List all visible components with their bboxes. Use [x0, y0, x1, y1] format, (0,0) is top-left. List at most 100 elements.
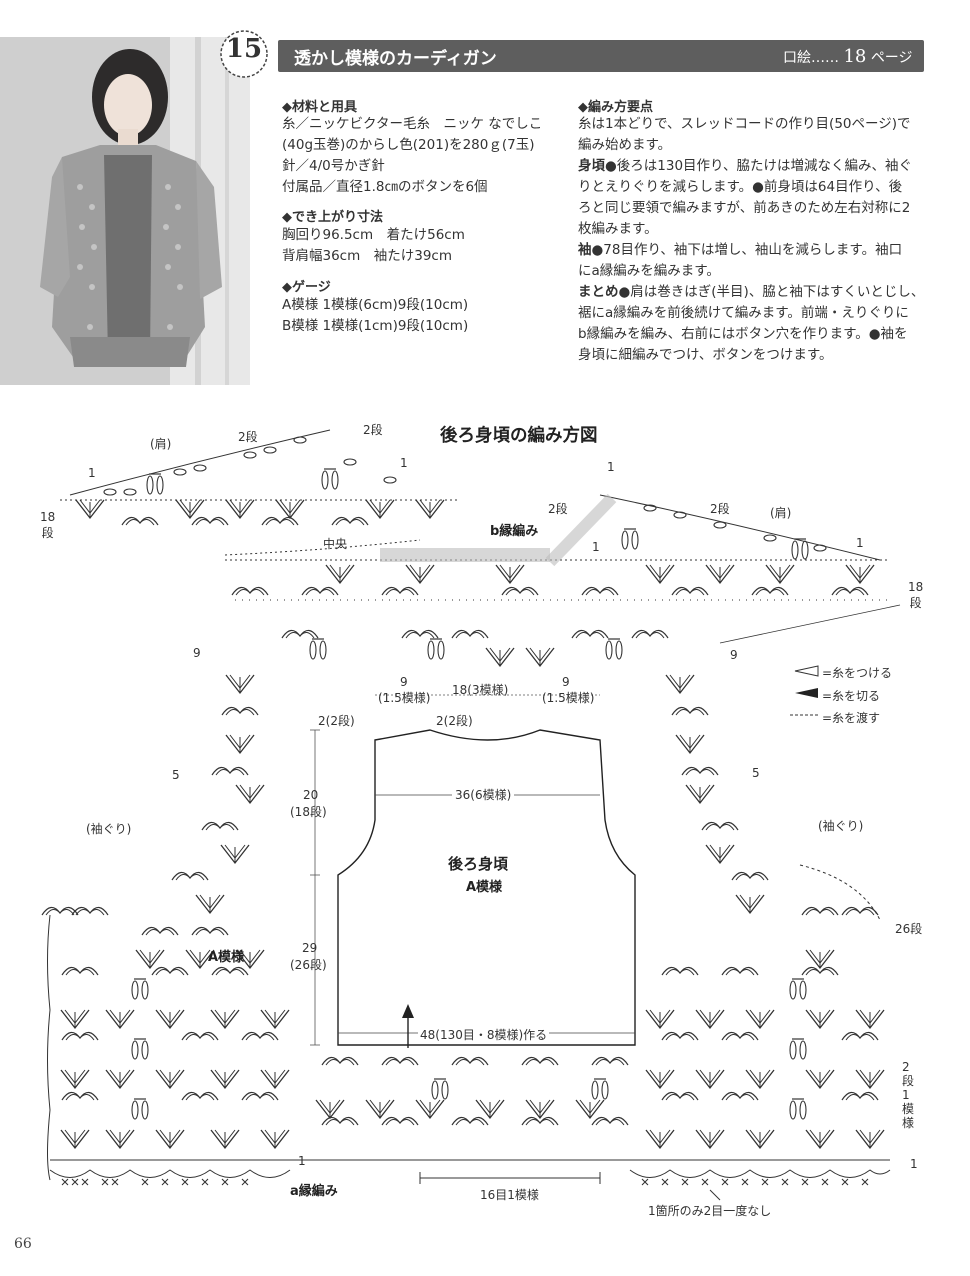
body-label: 身頃	[578, 158, 605, 174]
legend-carry-yarn: =糸を渡す	[822, 711, 881, 725]
schematic-shoulder-center: 2(2段)	[436, 714, 473, 728]
gauge-heading: ◆ゲージ	[282, 280, 331, 295]
label-row18-right: 18 段	[908, 580, 924, 610]
label-row1-bottom-left: 1	[298, 1154, 306, 1168]
finish-label: まとめ	[578, 284, 619, 300]
reference-prefix: 口絵……	[783, 50, 839, 66]
page-reference: 口絵…… 18 ページ	[783, 46, 913, 67]
pattern-number: 15	[225, 34, 263, 64]
schematic-side-rows: (26段)	[290, 958, 327, 972]
finished-size-line: 背肩幅36cm 袖たけ39cm	[282, 248, 453, 264]
finished-size-line: 胸回り96.5cm 着たけ56cm	[282, 227, 465, 243]
schematic-neck-right: 9	[562, 675, 570, 689]
materials-heading: ◆材料と用具	[282, 100, 357, 115]
crochet-chart	[41, 429, 901, 1201]
label-sixteen-one: 16目1模様	[480, 1188, 539, 1202]
gauge-line: B模様 1模様(1cm)9段(10cm)	[282, 318, 469, 334]
label-armhole-right: (袖ぐり)	[818, 819, 864, 833]
label-two-rows-one: 2段1模様	[902, 1060, 915, 1130]
instruction-line: 枚編みます。	[578, 221, 658, 237]
instructions-text: 糸は1本どりで、スレッドコードの作り目(50ページ)で 編み始めます。 身頃●後…	[578, 114, 924, 366]
instruction-line: 身頃●後ろは130目作り、脇たけは増減なく編み、袖ぐ	[578, 156, 924, 177]
label-row1-center: 1	[592, 540, 600, 554]
reference-suffix: ページ	[870, 50, 913, 66]
materials-line: 付属品／直径1.8㎝のボタンを6個	[282, 179, 488, 195]
materials-line: (40g玉巻)のからし色(201)を280ｇ(7玉)	[282, 137, 535, 153]
label-row26: 26段	[895, 922, 923, 936]
legend-symbols	[790, 665, 820, 716]
label-a-edging: a縁編み	[290, 1184, 338, 1199]
gauge-line: A模様 1模様(6cm)9段(10cm)	[282, 297, 469, 313]
schematic-side-height: 29	[302, 941, 318, 955]
chart-right-side	[645, 674, 885, 1149]
label-row18-left: 18 段	[40, 510, 56, 540]
schematic-armhole-height: 20	[303, 788, 319, 802]
schematic-neck-left-sub: (1.5模様)	[378, 691, 431, 705]
bullet: ●	[618, 284, 631, 300]
chart-a-edging	[49, 1159, 891, 1201]
sleeve-label: 袖	[578, 242, 592, 258]
instruction-line: にa縁編みを編みます。	[578, 263, 720, 279]
gauge-list: A模様 1模様(6cm)9段(10cm) B模様 1模様(1cm)9段(10cm…	[282, 295, 468, 337]
label-armhole-left: (袖ぐり)	[86, 822, 132, 836]
schematic-neck-left: 9	[400, 675, 408, 689]
label-b-edging: b縁編み	[490, 524, 539, 539]
legend-attach-yarn: =糸をつける	[822, 666, 893, 680]
bullet: ●	[591, 242, 604, 258]
label-row1-mid: 1	[400, 456, 408, 470]
chart-shoulder-right	[225, 493, 890, 601]
pattern-number-badge	[220, 30, 268, 78]
chart-neck-band	[281, 604, 901, 667]
instructions-heading: ◆編み方要点	[578, 100, 653, 115]
schematic-neck-center: 18(3模様)	[452, 683, 509, 697]
instruction-line: りとえりぐりを減らします。●前身頃は64目作り、後	[578, 179, 903, 195]
schematic-piece-name: 後ろ身頃	[448, 855, 509, 873]
schematic-neck-right-sub: (1.5模様)	[542, 691, 595, 705]
instruction-line: 糸は1本どりで、スレッドコードの作り目(50ページ)で	[578, 116, 911, 132]
label-a-pattern: A模様	[208, 950, 245, 965]
instruction-line: 裾にa縁編みを前後続けて編みます。前端・えりぐりに	[578, 305, 909, 321]
finished-size-list: 胸回り96.5cm 着たけ56cm 背肩幅36cm 袖たけ39cm	[282, 225, 465, 267]
label-row1-top: 1	[607, 460, 615, 474]
label-row2-left-arrow: 2段	[363, 423, 383, 437]
schematic-shoulder-left: 2(2段)	[318, 714, 355, 728]
schematic-armhole-rows: (18段)	[290, 805, 327, 819]
instruction-text: 後ろは130目作り、脇たけは増減なく編み、袖ぐ	[616, 158, 913, 174]
label-shoulder-left: (肩)	[150, 437, 172, 451]
instruction-line: b縁編みを編み、右前にはボタン穴を作ります。●袖を	[578, 326, 908, 342]
instruction-line: 袖●78目作り、袖下は増し、袖山を減らします。袖口	[578, 240, 924, 261]
bullet: ●	[605, 158, 617, 174]
label-row5-right: 5	[752, 766, 760, 780]
model-photo	[0, 37, 250, 385]
instruction-line: 身頃に細編みでつけ、ボタンをつけます。	[578, 347, 833, 363]
label-row5-left: 5	[172, 768, 180, 782]
label-center: 中央	[323, 537, 348, 551]
materials-line: 糸／ニッケビクター毛糸 ニッケ なでしこ	[282, 116, 543, 132]
diagram-title: 後ろ身頃の編み方図	[440, 426, 598, 446]
label-row2-right: 2段	[548, 502, 568, 516]
schematic-cast-on: 48(130目・8模様)作る	[418, 1026, 550, 1043]
chart-bottom-center	[315, 1056, 629, 1126]
chart-shoulder-left	[60, 429, 460, 556]
finished-size-heading: ◆でき上がり寸法	[282, 210, 383, 225]
schematic-back-width: 36(6模様)	[452, 786, 515, 803]
label-row1-left: 1	[88, 466, 96, 480]
instruction-line: まとめ●肩は巻きはぎ(半目)、脇と袖下はすくいとじし、	[578, 282, 924, 303]
page-number: 66	[14, 1236, 32, 1252]
label-row9-right: 9	[730, 648, 738, 662]
pattern-title: 透かし模様のカーディガン	[294, 49, 497, 69]
label-row2-right-arrow: 2段	[710, 502, 730, 516]
legend-cut-yarn: =糸を切る	[822, 689, 881, 703]
chart-left-side	[41, 674, 290, 1181]
schematic-piece-pattern: A模様	[466, 880, 503, 895]
materials-line: 針／4/0号かぎ針	[282, 158, 385, 174]
materials-list: 糸／ニッケビクター毛糸 ニッケ なでしこ (40g玉巻)のからし色(201)を2…	[282, 114, 542, 198]
label-row1-right: 1	[856, 536, 864, 550]
label-row9-left: 9	[193, 646, 201, 660]
label-row2-left: 2段	[238, 430, 258, 444]
label-one-place: 1箇所のみ2目一度なし	[648, 1204, 772, 1218]
instruction-text: 肩は巻きはぎ(半目)、脇と袖下はすくいとじし、	[630, 284, 925, 300]
instruction-text: 78目作り、袖下は増し、袖山を減らします。袖口	[603, 242, 903, 258]
title-bar	[278, 40, 924, 72]
label-row1-bottom-right: 1	[910, 1157, 918, 1171]
